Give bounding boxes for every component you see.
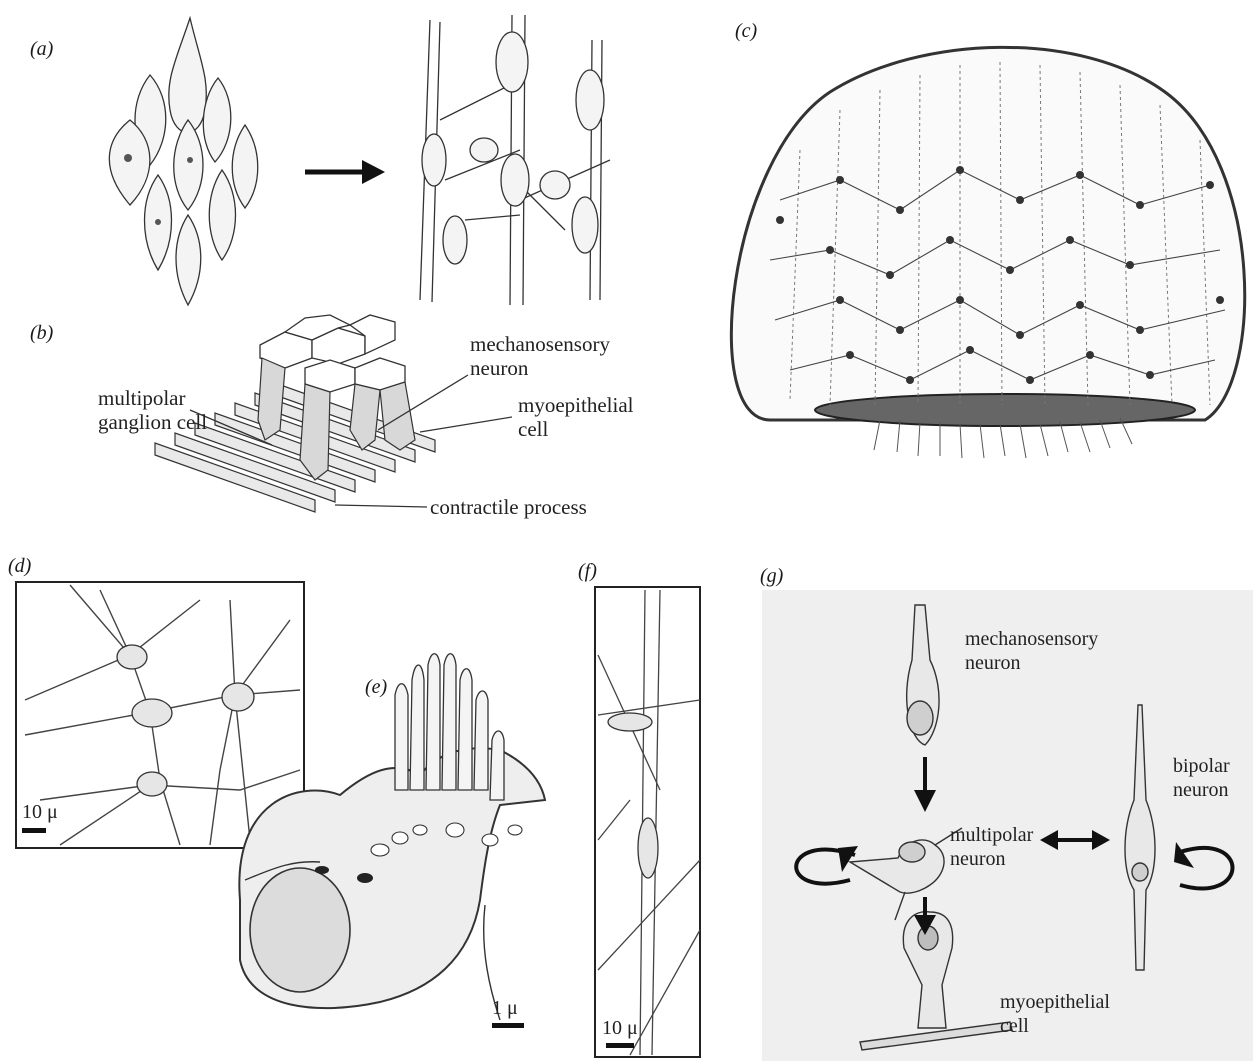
myoepithelial-cell-drawing: [860, 912, 1012, 1050]
node-bipolar-neuron: bipolar neuron: [1173, 754, 1230, 802]
bipolar-neuron-drawing: [1125, 705, 1155, 970]
node-myoepithelial-cell: myoepithelial cell: [1000, 990, 1110, 1038]
multipolar-neuron-drawing: [850, 828, 962, 920]
mechanosensory-neuron-drawing: [907, 605, 939, 745]
node-multipolar-neuron: multipolar neuron: [950, 823, 1033, 871]
node-mechanosensory-neuron: mechanosensory neuron: [965, 627, 1098, 675]
